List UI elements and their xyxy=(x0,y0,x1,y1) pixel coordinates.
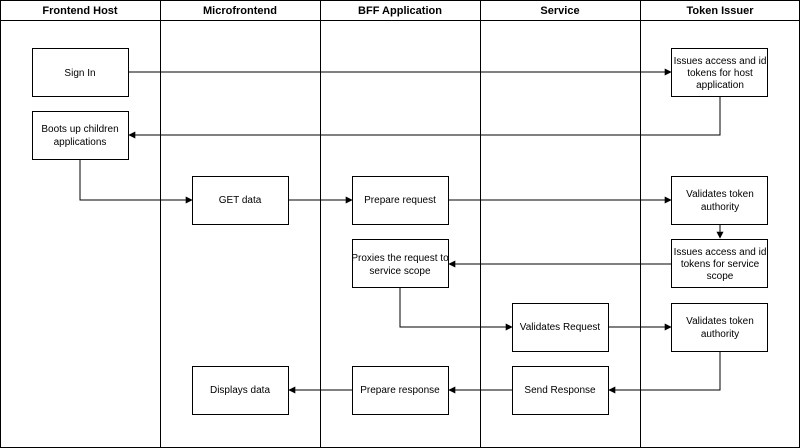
node-label: Send Response xyxy=(524,385,596,396)
node-label-line-2: authority xyxy=(701,202,739,213)
node-label: Prepare response xyxy=(360,385,440,396)
node-label: Displays data xyxy=(210,385,270,396)
lane-title-service: Service xyxy=(540,5,579,17)
node-label: Prepare request xyxy=(364,195,436,206)
node-proxy-request: Proxies the request to service scope xyxy=(351,239,449,288)
edge-boot-children-to-get-data xyxy=(79,159,193,204)
node-boot-children: Boots up children applications xyxy=(32,111,129,160)
node-label-line-2: service scope xyxy=(369,266,431,277)
lane-title-microfrontend: Microfrontend xyxy=(203,5,277,17)
node-prepare-response: Prepare response xyxy=(352,366,449,415)
node-issue-host-tokens: Issues access and id tokens for host app… xyxy=(671,48,768,97)
lane-title-token-issuer: Token Issuer xyxy=(686,5,754,17)
node-label-line-2: tokens for service xyxy=(681,259,760,270)
lane-title-bff-application: BFF Application xyxy=(358,5,442,17)
node-validate-request: Validates Request xyxy=(512,303,609,352)
edges xyxy=(79,68,724,394)
node-label-line-1: Validates token xyxy=(686,189,754,200)
node-issue-service-tokens: Issues access and id tokens for service … xyxy=(671,239,768,288)
node-label-line-3: scope xyxy=(707,271,734,282)
lane-title-frontend-host: Frontend Host xyxy=(42,5,117,17)
node-label-line-1: Boots up children xyxy=(41,124,118,135)
node-label-line-1: Issues access and id xyxy=(674,56,767,67)
node-display-data: Displays data xyxy=(192,366,289,415)
node-send-response: Send Response xyxy=(512,366,609,415)
edge-issue-host-tokens-to-boot-children xyxy=(128,97,721,139)
node-label-line-1: Proxies the request to xyxy=(351,253,449,264)
node-sign-in: Sign In xyxy=(32,48,129,97)
node-validate-authority-2: Validates token authority xyxy=(671,303,768,352)
node-label-line-2: applications xyxy=(54,137,107,148)
node-label-line-1: Issues access and id xyxy=(674,247,767,258)
node-label-line-2: authority xyxy=(701,329,739,340)
node-validate-authority-1: Validates token authority xyxy=(671,176,768,225)
node-prepare-request: Prepare request xyxy=(352,176,449,225)
node-label-line-1: Validates token xyxy=(686,316,754,327)
node-label: Validates Request xyxy=(520,322,601,333)
node-label-line-3: application xyxy=(696,80,744,91)
edge-validate-authority-2-to-send-response xyxy=(608,351,721,394)
edge-proxy-request-to-validate-request xyxy=(399,288,513,331)
node-label: GET data xyxy=(219,195,262,206)
node-label: Sign In xyxy=(64,68,95,79)
node-label-line-2: tokens for host xyxy=(687,68,753,79)
node-get-data: GET data xyxy=(192,176,289,225)
